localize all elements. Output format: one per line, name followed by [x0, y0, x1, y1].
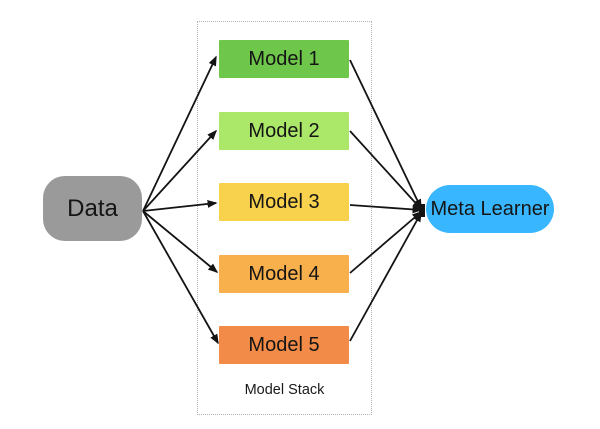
node-model-5: Model 5	[219, 326, 349, 364]
model-4-label: Model 4	[248, 262, 320, 285]
data-label: Data	[67, 194, 118, 222]
node-data: Data	[43, 176, 142, 241]
arrow-convergence-point	[419, 204, 425, 217]
node-model-4: Model 4	[219, 255, 349, 293]
node-model-2: Model 2	[219, 112, 349, 150]
model-1-label: Model 1	[248, 47, 320, 70]
node-model-1: Model 1	[219, 40, 349, 78]
node-meta-learner: Meta Learner	[426, 185, 554, 233]
node-model-3: Model 3	[219, 183, 349, 221]
meta-learner-label: Meta Learner	[430, 197, 550, 220]
model-3-label: Model 3	[248, 190, 320, 213]
model-2-label: Model 2	[248, 119, 320, 142]
model-5-label: Model 5	[248, 333, 320, 356]
model-stack-caption: Model Stack	[244, 382, 325, 398]
